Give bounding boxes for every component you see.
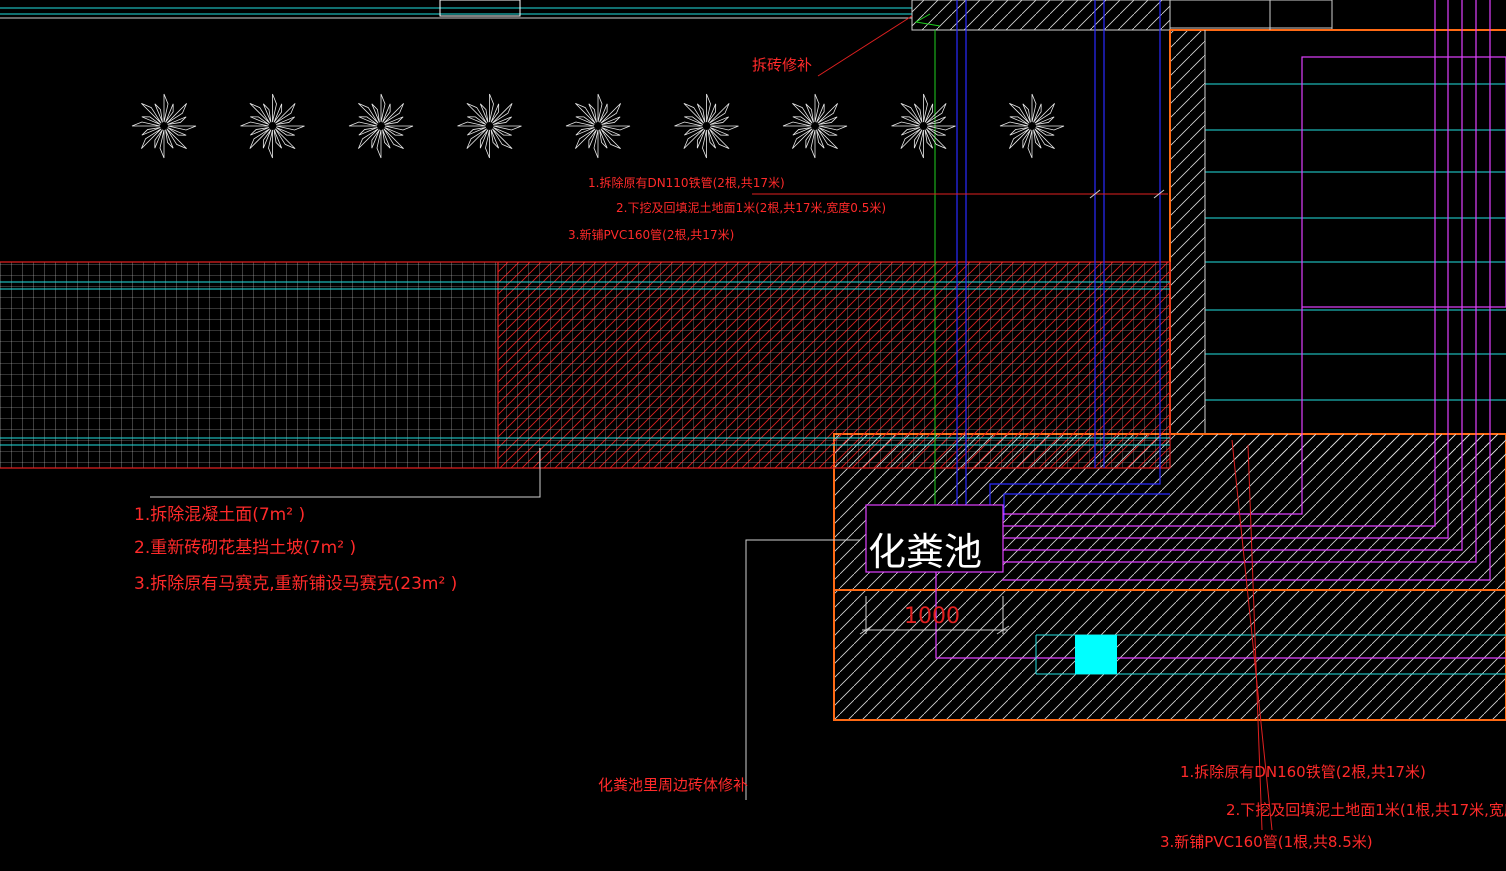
bottom-note-2: 2.下挖及回填泥土地面1米(1根,共17米,宽度0.5 <box>1226 801 1506 819</box>
brick-repair-label: 拆砖修补 <box>752 56 812 74</box>
top-boundary-lines <box>0 0 1506 31</box>
septic-tank: 化粪池 <box>865 504 1004 574</box>
left-note-2: 2.重新砖砌花基挡土坡(7m² ) <box>134 538 356 558</box>
annotations: 拆砖修补 1.拆除原有DN110铁管(2根,共17米) 2.下挖及回填泥土地面1… <box>134 56 1506 851</box>
paving-area <box>0 261 1171 469</box>
dimension-line: 1000 <box>859 596 1010 635</box>
septic-zone <box>833 433 1506 721</box>
shrub-symbol <box>999 93 1065 159</box>
left-note-3: 3.拆除原有马赛克,重新铺设马赛克(23m² ) <box>134 573 457 594</box>
pipes <box>934 0 1506 675</box>
shrub-symbol <box>782 93 848 159</box>
leader-lines <box>150 13 1273 831</box>
bottom-note-3: 3.新铺PVC160管(1根,共8.5米) <box>1160 833 1373 851</box>
bottom-note-1: 1.拆除原有DN160铁管(2根,共17米) <box>1180 763 1426 781</box>
septic-tank-label: 化粪池 <box>868 530 982 574</box>
left-note-1: 1.拆除混凝土面(7m² ) <box>134 505 305 525</box>
shrub-symbol <box>565 93 631 159</box>
shrub-symbol <box>891 93 956 159</box>
top-note-3: 3.新铺PVC160管(2根,共17米) <box>568 227 734 242</box>
shrub-symbol <box>131 93 197 159</box>
top-note-2: 2.下挖及回填泥土地面1米(2根,共17米,宽度0.5米) <box>616 200 886 215</box>
shrub-symbol <box>240 93 305 159</box>
dimension-value: 1000 <box>904 604 960 629</box>
top-note-1: 1.拆除原有DN110铁管(2根,共17米) <box>588 175 785 190</box>
shrub-symbol <box>348 93 414 159</box>
shrub-symbol <box>457 93 522 159</box>
shrub-row <box>131 93 1065 159</box>
shrub-symbol <box>674 93 739 159</box>
right-building-block <box>1169 29 1506 434</box>
septic-wall-repair-label: 化粪池里周边砖体修补 <box>598 776 748 794</box>
